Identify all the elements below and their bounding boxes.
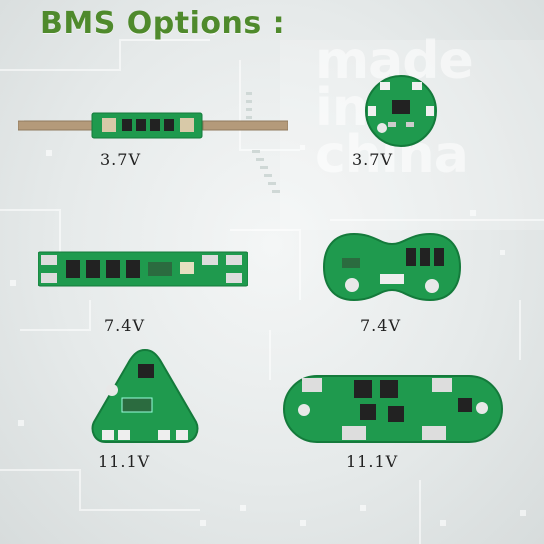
voltage-label: 3.7V: [100, 150, 141, 169]
voltage-label: 7.4V: [104, 316, 145, 335]
bms-2s-oval-board-image: [322, 232, 462, 302]
page-title: BMS Options :: [40, 6, 286, 41]
bms-3s-oblong-board-image: [283, 375, 503, 443]
bms-1s-round-board-image: [365, 75, 437, 147]
voltage-label: 3.7V: [352, 150, 393, 169]
voltage-label: 11.1V: [98, 452, 151, 471]
bms-1s-strip-board-image: [18, 112, 288, 139]
bms-3s-triangle-board-image: [91, 348, 199, 443]
bms-2s-strip-board-image: [38, 251, 248, 287]
watermark-line-2: in: [315, 77, 369, 138]
voltage-label: 7.4V: [360, 316, 401, 335]
voltage-label: 11.1V: [346, 452, 399, 471]
